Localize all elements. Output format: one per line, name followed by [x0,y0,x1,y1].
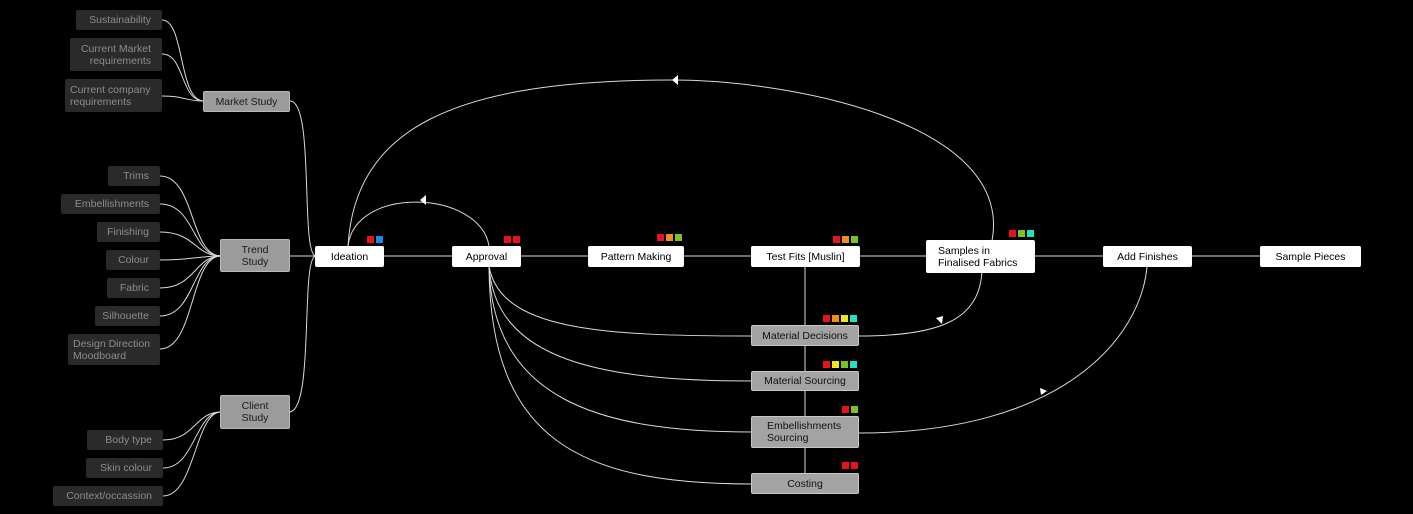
approval-tags [504,236,520,243]
tag-blue-square [376,236,383,243]
wire-embellishments [159,203,222,257]
costing-node[interactable]: Costing [751,473,859,494]
source-design-direction-moodboard[interactable]: Design Direction Moodboard [68,334,160,365]
arrow-head-top [672,75,678,85]
wire-skin-colour [162,411,222,469]
arrow-head-embellish [1040,388,1047,395]
embellishments-sourcing-node[interactable]: Embellishments Sourcing [751,416,859,448]
tag-red-square [657,234,664,241]
tag-orange-square [832,315,839,322]
tag-green-square [675,234,682,241]
wire-client-ideation [288,255,317,413]
tag-red-square [504,236,511,243]
arrow-head-decisions [936,316,943,324]
wire-embellish-finishes [858,266,1148,434]
arrow-head-approval [420,195,426,205]
tag-yellow-square [832,361,839,368]
tag-red-square [513,236,520,243]
material-sourcing-tags [823,361,857,368]
trend-study-node[interactable]: Trend Study [220,239,290,272]
wire-approval-costing [488,265,753,485]
tag-red-square [851,462,858,469]
pattern-making-tags [657,234,682,241]
tag-green-square [1018,230,1025,237]
source-silhouette[interactable]: Silhouette [95,306,160,326]
source-trims[interactable]: Trims [108,166,160,186]
tag-cyan-square [850,315,857,322]
tag-red-square [367,236,374,243]
wire-approval-embellishments [488,265,753,433]
tag-red-square [823,361,830,368]
tag-yellow-square [841,315,848,322]
tag-cyan-square [1027,230,1034,237]
embellishments-sourcing-tags [842,406,858,413]
add-finishes-node[interactable]: Add Finishes [1103,246,1192,267]
samples-finalised-fabrics-node[interactable]: Samples in Finalised Fabrics [926,240,1035,273]
wire-design-direction [159,255,222,350]
tag-orange-square [842,236,849,243]
ideation-node[interactable]: Ideation [315,246,384,267]
material-decisions-tags [823,315,857,322]
arc-approval-ideation [347,201,490,247]
tag-orange-square [666,234,673,241]
costing-tags [842,462,858,469]
tag-green-square [851,406,858,413]
tag-cyan-square [850,361,857,368]
source-body-type[interactable]: Body type [87,430,163,450]
material-sourcing-node[interactable]: Material Sourcing [751,371,859,391]
wire-finishing [159,231,222,257]
material-decisions-node[interactable]: Material Decisions [751,325,859,346]
wire-current-market [161,53,205,102]
source-colour[interactable]: Colour [106,250,160,270]
source-current-market-requirements[interactable]: Current Market requirements [70,38,162,71]
tag-green-square [851,236,858,243]
source-finishing[interactable]: Finishing [97,222,160,242]
source-embellishments[interactable]: Embellishments [61,194,160,214]
source-fabric[interactable]: Fabric [107,278,160,298]
source-skin-colour[interactable]: Skin colour [86,458,163,478]
wire-decisions-samples [858,269,983,337]
wire-trims [159,175,222,257]
tag-red-square [842,406,849,413]
test-fits-tags [833,236,858,243]
tag-red-square [833,236,840,243]
market-study-node[interactable]: Market Study [203,91,290,112]
client-study-node[interactable]: Client Study [220,395,290,429]
wire-sustainability [161,19,205,102]
sample-pieces-node[interactable]: Sample Pieces [1260,246,1361,267]
wire-approval-material-sourcing [488,265,753,382]
arc-samples-ideation [347,79,994,271]
tag-red-square [823,315,830,322]
samples-tags [1009,230,1034,237]
source-sustainability[interactable]: Sustainability [76,10,162,30]
tag-red-square [1009,230,1016,237]
source-current-company-requirements[interactable]: Current company requirements [65,79,162,112]
wire-current-company [161,95,205,102]
wire-context [162,411,222,497]
source-context-occassion[interactable]: Context/occassion [53,486,163,506]
test-fits-node[interactable]: Test Fits [Muslin] [751,246,860,267]
tag-green-square [841,361,848,368]
wire-approval-material-decisions [488,265,753,337]
approval-node[interactable]: Approval [452,246,521,267]
tag-red-square [842,462,849,469]
ideation-tags [367,236,383,243]
wire-body-type [162,411,222,441]
pattern-making-node[interactable]: Pattern Making [588,246,684,267]
wire-market-ideation [289,100,317,257]
wire-fabric [159,255,222,289]
